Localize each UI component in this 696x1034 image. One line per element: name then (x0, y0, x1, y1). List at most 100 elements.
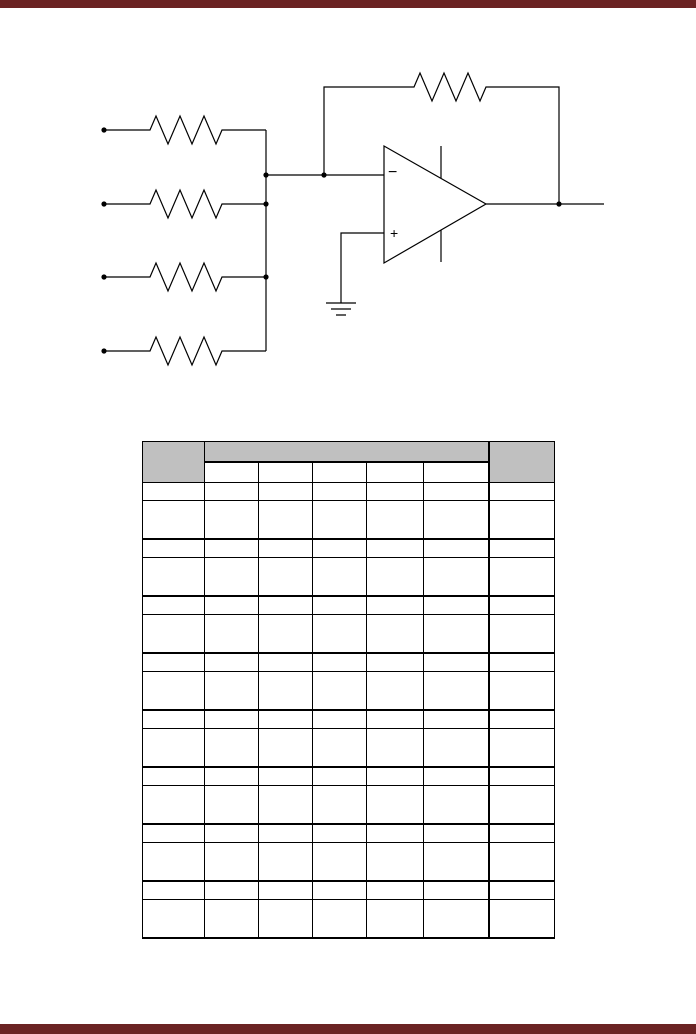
subheader-cell (258, 461, 313, 483)
table-cell (422, 652, 490, 672)
table-cell (142, 614, 205, 654)
table-cell (422, 482, 490, 501)
table-cell (422, 614, 490, 654)
table-row (142, 500, 556, 540)
table-cell (204, 842, 259, 882)
feedback-resistor (323, 71, 560, 204)
summing-amplifier-circuit: − + (101, 71, 604, 367)
table-cell (487, 709, 556, 729)
feedback-junction (321, 172, 327, 178)
table-cell (366, 899, 424, 939)
table-cell (366, 766, 424, 786)
table-cell (204, 785, 259, 825)
table-cell (487, 766, 556, 786)
input-resistor-1 (104, 114, 266, 146)
input-terminal-2 (101, 201, 107, 207)
table-cell (312, 595, 367, 615)
table-cell (142, 538, 205, 558)
table-cell (142, 728, 205, 768)
table-cell (487, 482, 556, 501)
table-cell (142, 709, 205, 729)
input-terminal-4 (101, 348, 107, 354)
table-cell (258, 652, 313, 672)
header-group-cell (203, 441, 490, 463)
table-cell (142, 899, 205, 939)
table-row (142, 880, 556, 900)
table-cell (487, 595, 556, 615)
table-cell (312, 880, 367, 900)
table-cell (422, 823, 490, 843)
table-cell (258, 899, 313, 939)
table-cell (366, 538, 424, 558)
table-cell (258, 880, 313, 900)
input-resistor-3 (104, 261, 266, 293)
table-cell (142, 823, 205, 843)
table-cell (204, 614, 259, 654)
table-cell (142, 766, 205, 786)
op-amp-triangle (383, 144, 488, 265)
table-cell (258, 482, 313, 501)
table-cell (422, 557, 490, 597)
table-cell (258, 595, 313, 615)
subheader-cell (366, 461, 424, 483)
table-row (142, 652, 556, 672)
table-cell (258, 557, 313, 597)
table-cell (366, 842, 424, 882)
table-cell (312, 500, 367, 540)
table-cell (142, 785, 205, 825)
table-cell (258, 671, 313, 711)
table-cell (422, 595, 490, 615)
table-cell (258, 785, 313, 825)
table-cell (312, 899, 367, 939)
table-cell (142, 595, 205, 615)
table-row (142, 709, 556, 729)
table-cell (142, 880, 205, 900)
table-row (142, 614, 556, 654)
table-cell (142, 842, 205, 882)
input-terminal-3 (101, 274, 107, 280)
table-row (142, 557, 556, 597)
table-cell (142, 671, 205, 711)
input-terminal-1 (101, 127, 107, 133)
output-junction (556, 201, 562, 207)
table-cell (422, 766, 490, 786)
table-row (142, 728, 556, 768)
table-cell (422, 842, 490, 882)
bus-junction-3 (263, 274, 269, 280)
table-cell (422, 709, 490, 729)
header-left-cell (142, 441, 205, 483)
table-cell (142, 482, 205, 501)
table-cell (204, 709, 259, 729)
table-row (142, 482, 556, 501)
table-cell (366, 671, 424, 711)
table-cell (204, 500, 259, 540)
input-resistor-4 (104, 335, 266, 367)
table-cell (487, 538, 556, 558)
table-cell (142, 500, 205, 540)
table-cell (487, 671, 556, 711)
table-cell (312, 482, 367, 501)
table-cell (204, 482, 259, 501)
table-cell (366, 823, 424, 843)
table-cell (204, 652, 259, 672)
table-cell (258, 842, 313, 882)
table-cell (366, 880, 424, 900)
table-row (142, 785, 556, 825)
table-cell (312, 823, 367, 843)
table-cell (312, 557, 367, 597)
table-cell (312, 709, 367, 729)
table-cell (204, 766, 259, 786)
table-cell (487, 500, 556, 540)
table-cell (366, 709, 424, 729)
table-cell (366, 614, 424, 654)
table-cell (258, 823, 313, 843)
input-resistor-2 (104, 188, 266, 220)
table-cell (204, 557, 259, 597)
table-cell (422, 500, 490, 540)
table-cell (487, 785, 556, 825)
table-cell (487, 880, 556, 900)
table-cell (422, 671, 490, 711)
bottom-frame-bar (0, 1024, 696, 1034)
data-table (142, 441, 556, 939)
table-cell (422, 538, 490, 558)
